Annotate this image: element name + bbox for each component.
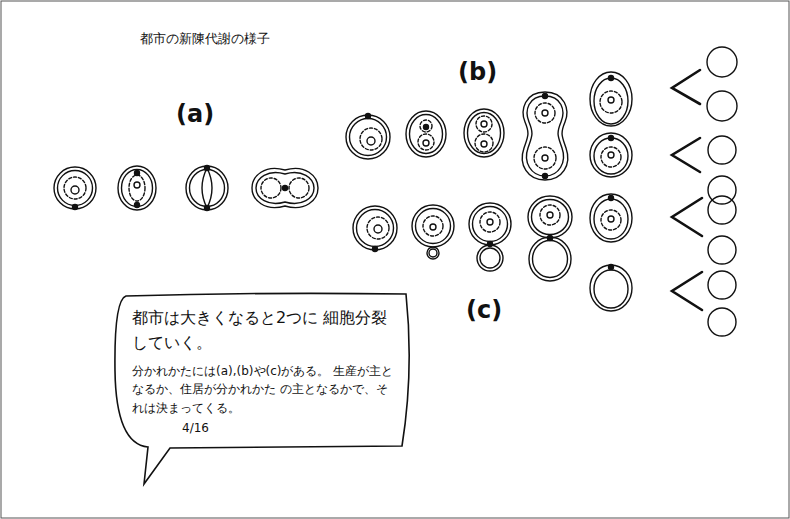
division-b [346,47,737,204]
division-a [54,166,318,211]
division-c [353,194,736,336]
bubble-note: 分かれかたには(a),(b)や(c)がある。 生産が主となるか、住居が分かれかた… [132,362,398,418]
title: 都市の新陳代謝の様子 [140,30,270,48]
date-note: 4/16 [182,419,398,438]
section-label: (a) [176,100,214,128]
section-label: (b) [458,58,497,86]
bubble-heading: 都市は大きくなると2つに 細胞分裂していく。 [132,306,398,356]
speech-bubble: 都市は大きくなると2つに 細胞分裂していく。分かれかたには(a),(b)や(c)… [112,292,412,450]
bubble-border [115,293,409,484]
section-label: (c) [466,296,502,324]
